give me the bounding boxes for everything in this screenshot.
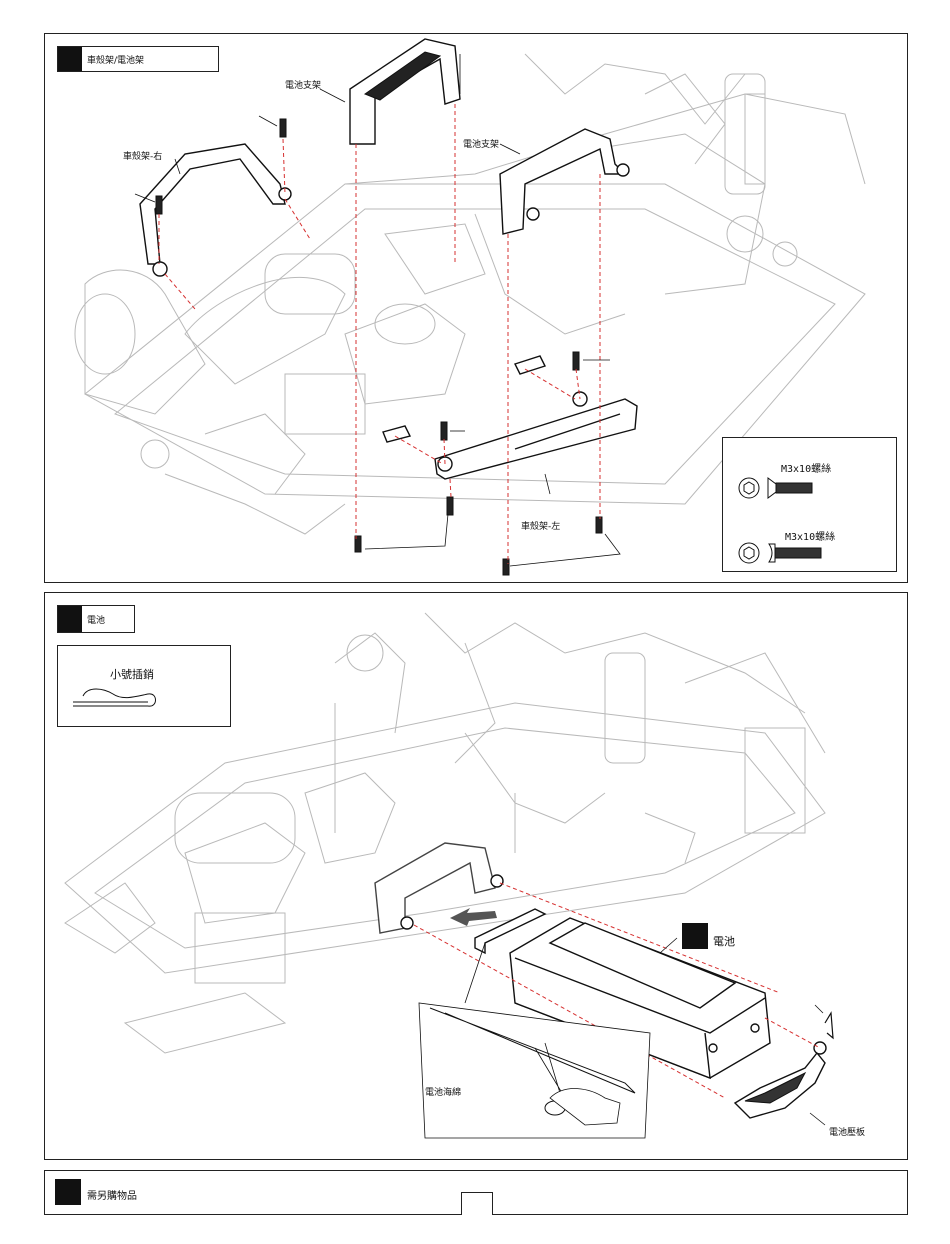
screws	[156, 119, 602, 575]
body-mount-left	[383, 356, 637, 479]
label-body-mount-right: 車殼架-右	[123, 149, 162, 162]
legend-icons	[723, 438, 896, 571]
label-body-mount-left: 車殼架-左	[521, 519, 560, 532]
legend-item-1-label: M3x10螺絲	[781, 460, 831, 475]
label-battery: 電池	[713, 933, 735, 949]
footer-marker-square	[55, 1179, 81, 1205]
pin-reference-box: 小號插銷	[57, 645, 231, 727]
step-title: 車殼架/電池架	[82, 53, 144, 66]
button-head-screw-icon	[739, 543, 821, 563]
required-items-title: 需另購物品	[87, 1187, 137, 1202]
flat-head-screw-icon	[739, 478, 812, 498]
battery-callout-square	[682, 923, 708, 949]
battery-holder-front	[375, 843, 503, 933]
label-battery-holder-2: 電池支架	[463, 137, 499, 150]
r-clip-pin	[825, 1013, 833, 1038]
step-marker-square	[58, 47, 82, 71]
legend-item-2-label: M3x10螺絲	[785, 528, 835, 543]
r-clip-pin-icon	[58, 646, 230, 726]
battery-holder-2	[500, 129, 629, 234]
step-title-tag: 電池	[57, 605, 135, 633]
step-title-tag: 車殼架/電池架	[57, 46, 219, 72]
label-battery-foam: 電池海綿	[425, 1085, 461, 1098]
required-items-panel: 需另購物品	[44, 1170, 908, 1215]
hardware-legend: M3x10螺絲 M3x10螺絲	[722, 437, 897, 572]
battery-holder-1	[350, 39, 460, 144]
label-battery-strap: 電池壓板	[829, 1125, 865, 1138]
body-mount-right	[140, 144, 291, 276]
assembly-step-battery: 電池 小號插銷 電池 電池海綿 電池壓板	[44, 592, 908, 1160]
step-title: 電池	[82, 613, 105, 626]
page-tab	[461, 1192, 493, 1215]
step-marker-square	[58, 606, 82, 632]
label-battery-holder-1: 電池支架	[285, 78, 321, 91]
assembly-step-body-mount: 車殼架/電池架 電池支架 電池支架 車殼架-右 車殼架-左 M3x10螺絲 M3…	[44, 33, 908, 583]
